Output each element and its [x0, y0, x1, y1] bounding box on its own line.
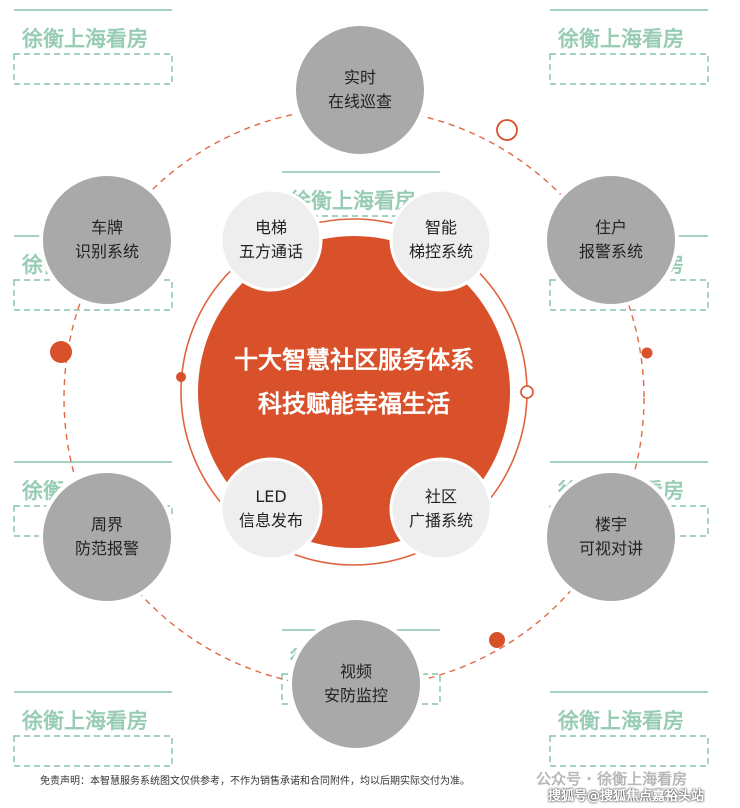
- inner-node-led-info: LED 信息发布: [219, 457, 323, 561]
- outer-node-label-line1: 住户: [595, 218, 627, 237]
- orbit-dot-right: [641, 347, 653, 359]
- watermark-tile-r4: 徐衡上海看房: [549, 691, 709, 767]
- outer-node-label-line1: 实时: [344, 68, 376, 87]
- outer-node-label-line2: 防范报警: [75, 539, 139, 558]
- inner-node-label-line1: LED: [255, 487, 286, 506]
- outer-node-label-line1: 周界: [91, 515, 123, 534]
- outer-node-label-line1: 车牌: [91, 218, 123, 237]
- outer-node-label-line2: 可视对讲: [579, 539, 643, 558]
- watermark-tile-l4: 徐衡上海看房: [13, 691, 173, 767]
- outer-node-circle: [39, 469, 175, 605]
- center-subtitle: 科技赋能幸福生活: [258, 390, 450, 418]
- inner-node-circle: [219, 457, 323, 561]
- center-ring-dot-left: [176, 372, 186, 382]
- orbit-dot-bottom-right: [489, 632, 505, 648]
- watermark-frame: [549, 735, 709, 767]
- outer-node-label-line1: 楼宇: [595, 515, 627, 534]
- outer-node-circle: [39, 172, 175, 308]
- watermark-text: 徐衡上海看房: [557, 27, 684, 51]
- watermark-text: 徐衡上海看房: [21, 27, 148, 51]
- outer-node-label-line2: 报警系统: [579, 242, 643, 261]
- inner-node-label-line1: 社区: [425, 487, 457, 506]
- outer-node-label-line2: 在线巡查: [328, 92, 392, 111]
- center-title: 十大智慧社区服务体系: [234, 346, 474, 374]
- inner-node-circle: [219, 188, 323, 292]
- inner-node-label-line2: 信息发布: [239, 511, 303, 530]
- outer-node-circle: [288, 616, 424, 752]
- outer-node-label-line2: 安防监控: [324, 686, 388, 705]
- inner-node-label-line2: 广播系统: [409, 511, 473, 530]
- outer-node-circle: [543, 469, 679, 605]
- outer-node-label-line1: 视频: [340, 662, 372, 681]
- outer-node-label-line2: 识别系统: [75, 242, 139, 261]
- watermark-frame: [549, 53, 709, 85]
- inner-node-circle: [389, 188, 493, 292]
- center-ring-dot-right: [520, 385, 534, 399]
- inner-node-circle: [389, 457, 493, 561]
- inner-node-label-line1: 电梯: [255, 218, 287, 237]
- watermark-tile-tl: 徐衡上海看房: [13, 9, 173, 85]
- watermark-frame: [13, 735, 173, 767]
- inner-node-label-line2: 梯控系统: [409, 242, 473, 261]
- watermark-text: 徐衡上海看房: [557, 709, 684, 733]
- disclaimer-text: 免责声明：本智慧服务系统图文仅供参考，不作为销售承诺和合同附件，均以后期实际交付…: [40, 776, 470, 787]
- orbit-ring-top-right: [496, 119, 518, 141]
- footer-credit: 搜狐号@搜狐焦点嘉裕头站: [548, 789, 705, 804]
- watermark-frame: [13, 53, 173, 85]
- outer-node-circle: [292, 22, 428, 158]
- watermark-frame: [281, 673, 441, 705]
- watermark-frame: [13, 279, 173, 311]
- footer-watermark: 公众号 · 徐衡上海看房: [536, 770, 688, 788]
- inner-node-label-line1: 智能: [425, 218, 457, 237]
- outer-node-circle: [543, 172, 679, 308]
- watermark-tile-tr: 徐衡上海看房: [549, 9, 709, 85]
- watermark-text: 徐衡上海看房: [21, 709, 148, 733]
- orbit-dot-large-left: [50, 341, 72, 363]
- watermark-frame: [549, 279, 709, 311]
- inner-node-label-line2: 五方通话: [239, 242, 303, 261]
